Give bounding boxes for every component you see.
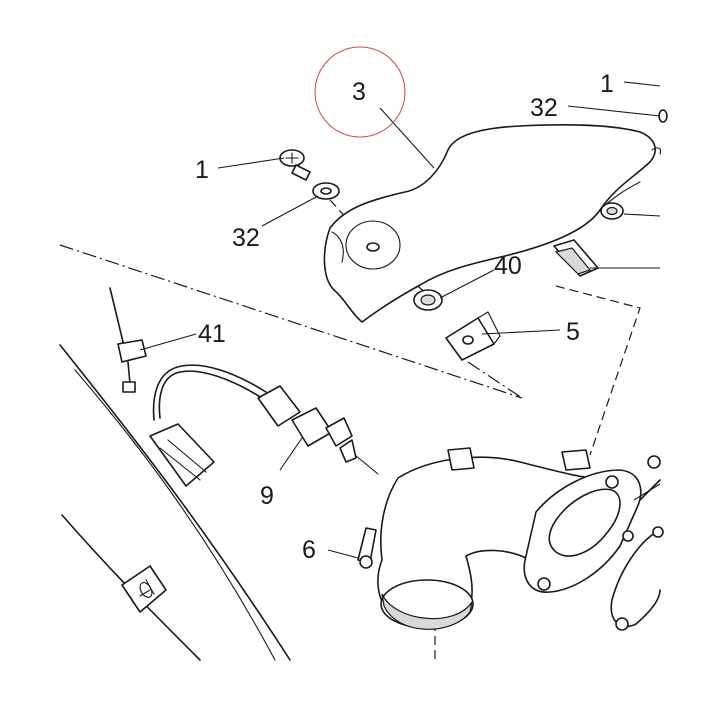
callout-41: 41 <box>198 320 226 348</box>
lambda-sensor <box>149 364 379 487</box>
callout-32-top-right: 32 <box>530 94 558 122</box>
clamp <box>357 527 377 569</box>
screw-left <box>279 149 311 181</box>
washer-left <box>312 182 340 200</box>
leader-40 <box>439 269 495 299</box>
frame-contour-outer <box>59 344 291 661</box>
screw-top-right <box>658 109 668 123</box>
speed-nut <box>445 311 501 361</box>
alignment-line-return <box>467 361 523 399</box>
callout-32-left: 32 <box>232 224 260 252</box>
leader-flange <box>633 483 661 501</box>
leader-5 <box>481 329 561 335</box>
frame-contour-edge <box>74 369 276 661</box>
leader-32-top-right <box>567 105 661 117</box>
grommet-right <box>600 202 624 220</box>
highlight-circle <box>314 46 406 138</box>
grommet <box>413 289 443 311</box>
leader-right-grommet <box>623 213 661 217</box>
assembly-dashed-line <box>555 285 641 456</box>
washer-top-right <box>651 147 662 155</box>
callout-1-top-right: 1 <box>600 70 614 98</box>
heat-shield-emboss <box>345 220 401 270</box>
clip-right <box>553 239 599 277</box>
callout-40: 40 <box>494 252 522 280</box>
leader-1-top-right <box>623 81 661 87</box>
callout-3: 3 <box>352 78 366 106</box>
leader-1-left <box>217 157 285 169</box>
heat-shield <box>323 124 656 323</box>
alignment-line <box>59 244 523 399</box>
cable-tie <box>109 287 147 393</box>
callout-5: 5 <box>566 318 580 346</box>
leader-3 <box>379 107 435 169</box>
leader-6 <box>327 549 359 559</box>
frame-tab <box>121 565 167 613</box>
leader-9 <box>279 437 303 471</box>
leader-41 <box>139 333 197 351</box>
callout-6: 6 <box>302 536 316 564</box>
exhaust-flange <box>523 469 642 593</box>
callout-1-left: 1 <box>195 156 209 184</box>
callout-9: 9 <box>260 482 274 510</box>
heat-shield-hole <box>366 242 380 252</box>
leader-32-left <box>261 195 319 227</box>
flange-nut <box>647 455 661 469</box>
